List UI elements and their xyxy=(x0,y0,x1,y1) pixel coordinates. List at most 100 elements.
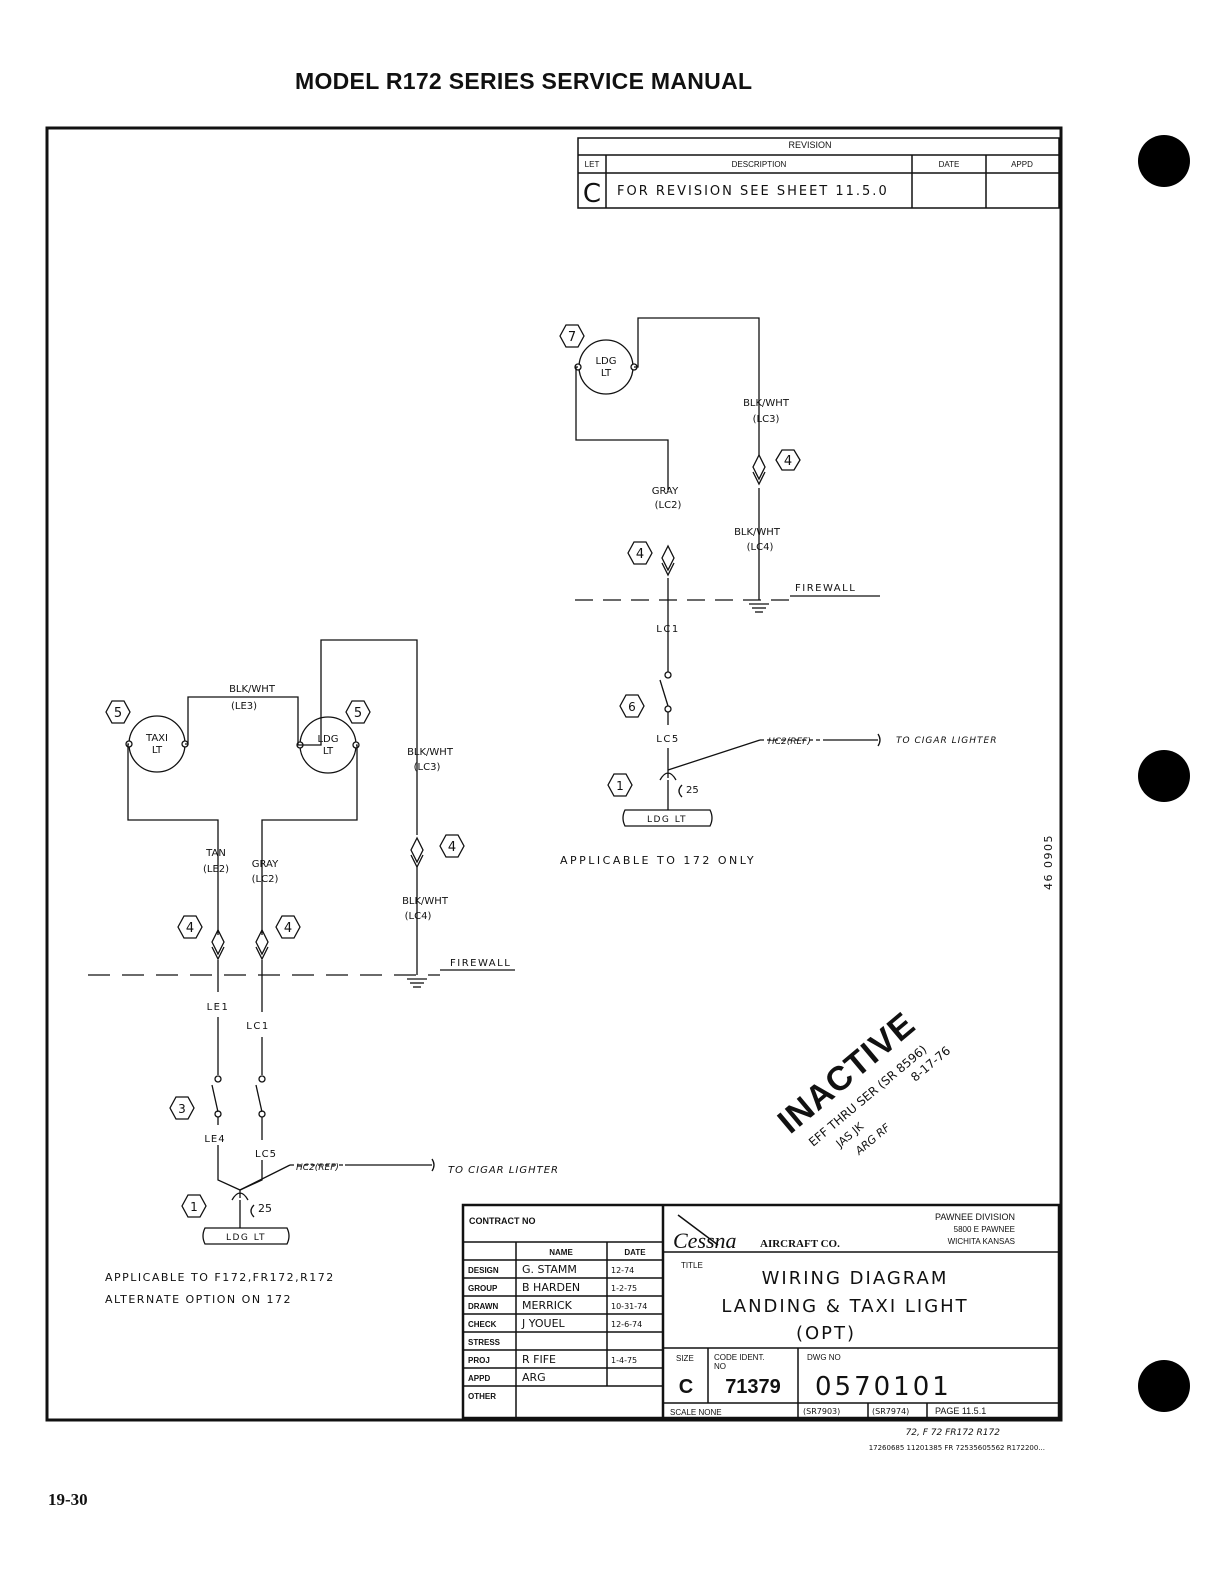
breaker-value: 25 xyxy=(258,1202,272,1215)
signature-role: DESIGN xyxy=(468,1266,499,1275)
signature-date: 10-31-74 xyxy=(611,1302,647,1311)
landing-light-label-line: LT xyxy=(601,368,612,379)
title-label: TITLE xyxy=(681,1261,703,1270)
punch-hole xyxy=(1138,750,1190,802)
contract-label: CONTRACT NO xyxy=(469,1216,536,1226)
size-label: SIZE xyxy=(676,1354,694,1363)
landing-light-label-line: LDG xyxy=(595,356,616,367)
connector-symbol xyxy=(752,453,766,486)
callout-number: 6 xyxy=(628,700,636,714)
signature-name: ARG xyxy=(522,1371,546,1384)
code-ident-label-line: NO xyxy=(714,1362,726,1371)
firewall-label: FIREWALL xyxy=(795,583,856,594)
taxi-light-label-line: LT xyxy=(152,745,163,756)
cigar-lighter-label: TO CIGAR LIGHTER xyxy=(896,736,997,746)
wire-label: LC1 xyxy=(656,624,679,635)
cigar-lighter-label: TO CIGAR LIGHTER xyxy=(448,1165,559,1176)
applicability-note: ALTERNATE OPTION ON 172 xyxy=(105,1293,292,1306)
callout-number: 4 xyxy=(784,454,792,469)
wire-code: (LC4) xyxy=(747,542,774,553)
landing-light-label-line: LDG xyxy=(317,734,338,745)
wire-label: TAN xyxy=(205,848,226,859)
callout-hex xyxy=(169,1096,195,1120)
dwg-no-label: DWG NO xyxy=(807,1353,841,1362)
revision-col-description: DESCRIPTION xyxy=(732,160,787,169)
callout-number: 1 xyxy=(616,779,624,793)
wire-code: (LC2) xyxy=(252,874,279,885)
callout-hex xyxy=(181,1194,207,1218)
wire-code: (LC4) xyxy=(405,911,432,922)
page-number: 19-30 xyxy=(48,1490,88,1509)
callout-hex xyxy=(345,700,371,724)
signature-role: PROJ xyxy=(468,1356,490,1365)
revision-col-appd: APPD xyxy=(1011,160,1033,169)
callout-number: 4 xyxy=(284,921,292,936)
name-header: NAME xyxy=(549,1248,573,1257)
drawing-title: WIRING DIAGRAM xyxy=(762,1268,949,1289)
signature-role: APPD xyxy=(468,1374,490,1383)
signature-role: STRESS xyxy=(468,1338,501,1347)
wire-label: BLK/WHT xyxy=(402,896,449,907)
ref-label: HC2(REF) xyxy=(296,1163,339,1173)
revision-heading: REVISION xyxy=(788,140,831,150)
revision-block xyxy=(577,137,1060,209)
taxi-light-label-line: TAXI xyxy=(145,733,168,744)
wire-code: (LC3) xyxy=(414,762,441,773)
size-value: C xyxy=(679,1376,693,1398)
signature-role: CHECK xyxy=(468,1320,497,1329)
sr-ref: (SR7903) xyxy=(803,1407,840,1416)
wire-code: (LC2) xyxy=(655,500,682,511)
inactive-stamp: INACTIVE EFF THRU SER (SR 8596) 8-17-76 … xyxy=(771,1005,953,1158)
callout-hex xyxy=(607,773,633,797)
sr-ref: (SR7974) xyxy=(872,1407,909,1416)
code-ident-label: CODE IDENT.NO xyxy=(714,1353,765,1371)
callout-number: 4 xyxy=(186,921,194,936)
signature-name: R FIFE xyxy=(522,1353,556,1366)
wire-label: BLK/WHT xyxy=(229,684,276,695)
signature-role: GROUP xyxy=(468,1284,498,1293)
signature-role: DRAWN xyxy=(468,1302,498,1311)
wire-label: LC5 xyxy=(656,734,679,745)
drawing-title: (OPT) xyxy=(796,1323,856,1344)
wire-code: (LC3) xyxy=(753,414,780,425)
callout-hex xyxy=(775,449,801,471)
circuit-breaker xyxy=(659,770,677,810)
callout-hex xyxy=(439,834,465,858)
wire-label: LE1 xyxy=(207,1002,230,1013)
signature-name: B HARDEN xyxy=(522,1281,580,1294)
signature-date: 12-6-74 xyxy=(611,1320,642,1329)
sheet-page: PAGE 11.5.1 xyxy=(935,1406,986,1416)
wire-label: LC1 xyxy=(246,1021,269,1032)
page-title: MODEL R172 SERIES SERVICE MANUAL xyxy=(295,68,753,94)
date-header: DATE xyxy=(624,1248,646,1257)
connector-symbol xyxy=(410,836,424,869)
division-line: 5800 E PAWNEE xyxy=(954,1225,1015,1234)
callout-hex xyxy=(177,915,203,939)
effectivity-line: 72, F 72 FR172 R172 xyxy=(906,1428,1001,1438)
connector-symbol xyxy=(255,928,269,961)
callout-hex xyxy=(105,700,131,724)
callout-number: 1 xyxy=(190,1200,198,1214)
callout-number: 5 xyxy=(114,706,122,721)
wire-label: GRAY xyxy=(252,859,279,870)
scale-label: SCALE NONE xyxy=(670,1408,722,1417)
landing-light-label-line: LT xyxy=(323,746,334,757)
callout-number: 5 xyxy=(354,706,362,721)
title-block xyxy=(461,1203,1061,1420)
wire-code: (LE3) xyxy=(231,701,257,712)
breaker-value: 25 xyxy=(686,785,699,796)
callout-number: 7 xyxy=(568,330,576,345)
revision-row-let: C xyxy=(583,179,601,209)
division-line: WICHITA KANSAS xyxy=(948,1237,1015,1246)
wire-label: BLK/WHT xyxy=(734,527,781,538)
taxi-light-lamp xyxy=(128,715,186,773)
revision-col-let: LET xyxy=(585,160,600,169)
side-note: 46 0905 xyxy=(1042,834,1055,890)
sheet-border xyxy=(45,126,1063,1422)
effectivity-line: 17260685 11201385 FR 72535605562 R172200… xyxy=(869,1444,1045,1452)
callout-hex xyxy=(559,324,585,348)
